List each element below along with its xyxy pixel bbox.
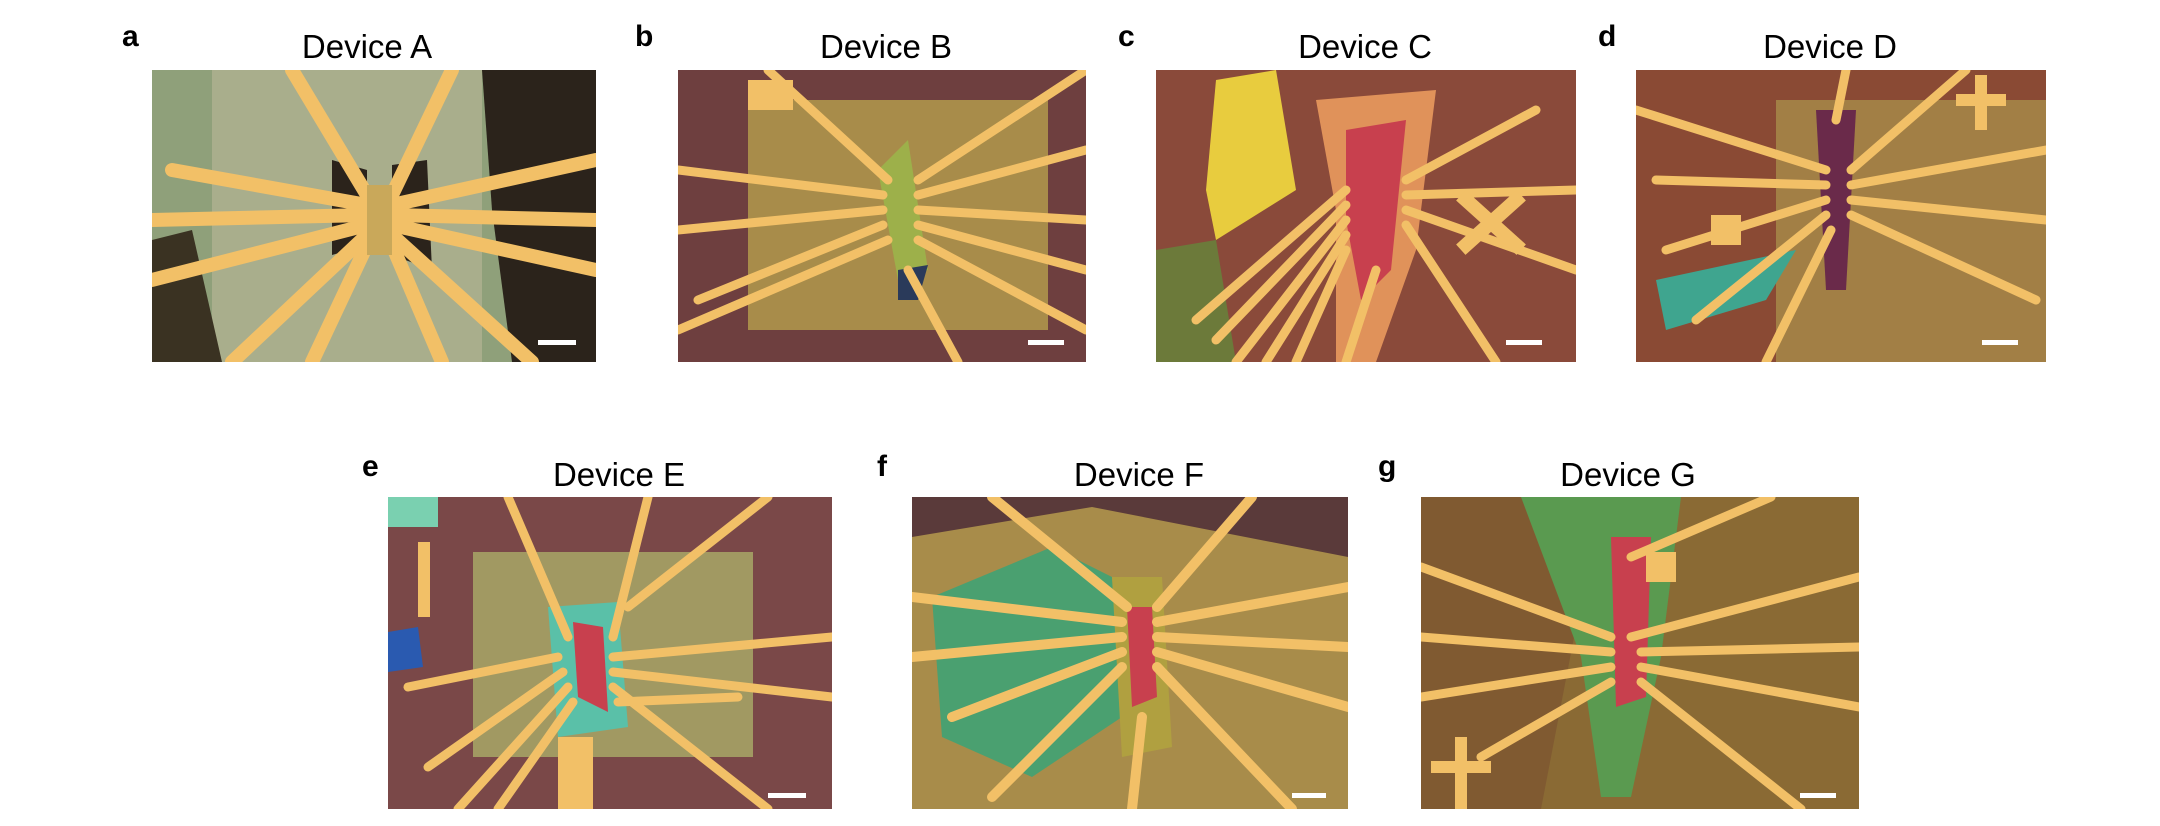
panel-letter: e [362,450,379,483]
micrograph-device-d [1636,70,2046,362]
scale-bar [768,793,806,798]
panel-letter: g [1378,450,1397,483]
panel-title: Device C [1298,28,1432,65]
scale-bar [1982,340,2018,345]
panel-title: Device E [552,456,686,493]
panel-title: Device A [301,28,433,65]
panel-title: Device D [1763,28,1897,65]
micrograph-device-b [678,70,1086,362]
scale-bar [1506,340,1542,345]
panel-letter: d [1598,20,1617,53]
scale-bar [1292,793,1326,798]
micrograph-device-f [912,497,1348,809]
micrograph-device-c [1156,70,1576,362]
panel-letter: c [1118,20,1135,53]
panel-title: Device G [1560,456,1696,493]
panel-title: Device F [1073,456,1205,493]
panel-letter: f [877,450,887,483]
panel-letter: b [635,20,654,53]
panel-title: Device B [819,28,953,65]
scale-bar [1028,340,1064,345]
micrograph-device-e [388,497,832,809]
scale-bar [1800,793,1836,798]
micrograph-device-a [152,70,596,362]
micrograph-device-g [1421,497,1859,809]
scale-bar [538,340,576,345]
panel-letter: a [122,20,139,53]
